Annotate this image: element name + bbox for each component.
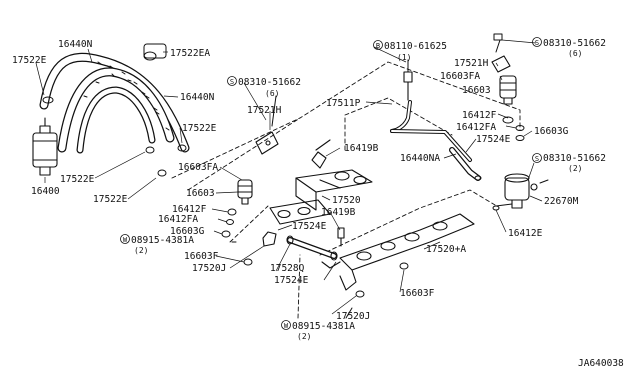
label-17520: 17520 (332, 195, 361, 206)
callout-symbols: B S S S W W (120, 37, 542, 330)
label-16400: 16400 (31, 186, 60, 197)
label-washer-08915-top: 08915-4381A (131, 235, 194, 246)
fuel-pipe-17511p (390, 71, 472, 162)
label-17522e-mid: 17522E (182, 123, 217, 134)
label-washer-08915-top-qty: (2) (134, 246, 148, 255)
label-16603fa-left: 16603FA (178, 162, 218, 173)
label-16603-right: 16603 (462, 85, 491, 96)
fuel-rail-17520a (321, 213, 475, 291)
label-16603fa-right: 16603FA (440, 71, 480, 82)
label-16412f-right: 16412F (462, 110, 497, 121)
label-washer-08915-bottom-qty: (2) (297, 332, 311, 341)
label-22670m: 22670M (544, 196, 579, 207)
hose-clamps (42, 43, 187, 177)
label-16419b-top: 16419B (344, 143, 379, 154)
label-17522e-bottom: 17522E (93, 194, 128, 205)
washer-symbol-top: W (120, 234, 130, 244)
diagram-code: JA640038 (578, 358, 624, 369)
label-17522e-topleft: 17522E (12, 55, 47, 66)
bolts-and-screws (231, 33, 549, 319)
label-16412fa-left: 16412FA (158, 214, 198, 225)
svg-text:S: S (535, 39, 539, 47)
label-17522ea: 17522EA (170, 48, 210, 59)
label-17521h-left: 17521H (247, 105, 282, 116)
part-labels: 16440N 17522E 17522EA 16440N 17522E 1752… (12, 38, 606, 341)
fuel-rail-17520 (269, 139, 373, 225)
label-16440na: 16440NA (400, 153, 440, 164)
label-16603f-left: 16603F (184, 251, 219, 262)
label-washer-08915-bottom: 08915-4381A (292, 321, 355, 332)
label-16412e: 16412E (508, 228, 543, 239)
label-screw-08310-right-mid: 08310-51662 (543, 153, 606, 164)
label-screw-08310-right-top-qty: (6) (568, 49, 582, 58)
bolt-symbol: B (373, 40, 383, 50)
fuel-hose-16440na (449, 147, 481, 181)
label-17520j-left: 17520J (192, 263, 226, 274)
label-screw-08310-right-top: 08310-51662 (543, 38, 606, 49)
label-17520j-bottom: 17520J (336, 311, 370, 322)
label-16419b-mid: 16419B (321, 207, 356, 218)
svg-text:S: S (535, 155, 539, 163)
label-17522e-lower: 17522E (60, 174, 95, 185)
screw-symbol-left: S (227, 76, 237, 86)
fuel-filter-16400 (32, 117, 58, 176)
label-screw-08310-left-qty: (6) (265, 89, 279, 98)
washer-symbol-bottom: W (281, 320, 291, 330)
reference-outline (171, 61, 521, 319)
label-17528q: 17528Q (270, 263, 305, 274)
label-17524e-low: 17524E (274, 275, 309, 286)
leader-lines (35, 39, 543, 315)
label-screw-08310-right-mid-qty: (2) (568, 164, 582, 173)
label-16603f-right: 16603F (400, 288, 435, 299)
svg-text:W: W (123, 236, 128, 244)
label-bolt-08110: 08110-61625 (384, 41, 447, 52)
part-drawings (32, 33, 549, 319)
svg-text:S: S (230, 78, 234, 86)
fuel-injector-left (237, 179, 253, 205)
label-16440n-mid: 16440N (180, 92, 215, 103)
screw-symbol-right-mid: S (532, 153, 542, 163)
fuel-hose-16440n (39, 52, 190, 154)
label-16412f-left: 16412F (172, 204, 207, 215)
pressure-regulator-22670m (495, 173, 538, 209)
label-16603g-right: 16603G (534, 126, 569, 137)
fuel-hose-17528q (286, 227, 345, 261)
svg-text:W: W (284, 322, 289, 330)
fuel-injector-right (499, 75, 517, 105)
label-bolt-08110-qty: (1) (397, 53, 411, 62)
label-16603-left: 16603 (186, 188, 215, 199)
label-17524e-right: 17524E (476, 134, 511, 145)
label-16603g-left: 16603G (170, 226, 205, 237)
injector-holders (255, 55, 511, 247)
label-17520a: 17520+A (426, 244, 466, 255)
label-screw-08310-left: 08310-51662 (238, 77, 301, 88)
label-17511p: 17511P (326, 98, 361, 109)
label-16440n-top: 16440N (58, 39, 93, 50)
label-17521h-right: 17521H (454, 58, 489, 69)
label-17524e-mid: 17524E (292, 221, 327, 232)
screw-symbol-right-top: S (532, 37, 542, 47)
label-16412fa-right: 16412FA (456, 122, 496, 133)
svg-text:B: B (376, 42, 380, 50)
